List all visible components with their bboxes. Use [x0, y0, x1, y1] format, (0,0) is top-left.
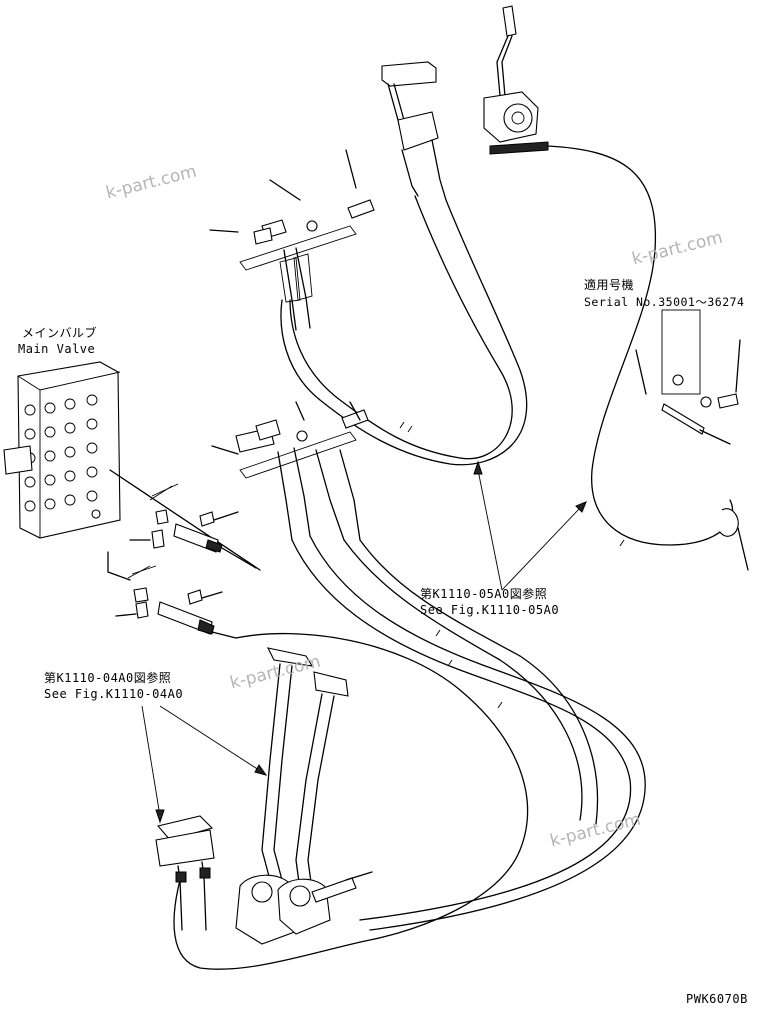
serial-parts [635, 309, 749, 571]
upper-cable-loop-b [280, 199, 528, 466]
serial-label-en: Serial No.35001～36274 [584, 295, 745, 309]
upper-cable-loop-a [289, 195, 513, 460]
main-valve-label-en: Main Valve [18, 342, 96, 356]
bottom-levers [235, 647, 373, 945]
lower-cable-end [115, 565, 237, 639]
top-hand-lever [483, 5, 549, 155]
upper-lever [381, 61, 447, 201]
lower-cable-loop [173, 632, 528, 970]
upper-bracket [209, 149, 375, 331]
main-valve [3, 361, 121, 539]
mid-cable-c [343, 539, 583, 821]
mid-cable-a [291, 539, 632, 921]
middle-bracket [211, 401, 369, 541]
ref-04a0-en: See Fig.K1110-04A0 [44, 687, 184, 701]
right-cable-loop [547, 145, 734, 546]
ref-05a0-jp: 第K1110-05A0図参照 [420, 587, 548, 601]
upper-cable-end [129, 483, 257, 569]
main-valve-label-jp: メインバルブ [22, 326, 98, 340]
serial-label-jp: 適用号機 [584, 278, 635, 292]
mid-cable-d [359, 539, 599, 825]
ref-04a0-jp: 第K1110-04A0図参照 [44, 671, 172, 685]
figure-code: PWK6070B [686, 992, 748, 1006]
ref-05a0-en: See Fig.K1110-05A0 [420, 603, 560, 617]
leader-lines [141, 460, 587, 824]
mid-cable-b [309, 535, 646, 931]
bottom-left-bracket [155, 815, 215, 931]
